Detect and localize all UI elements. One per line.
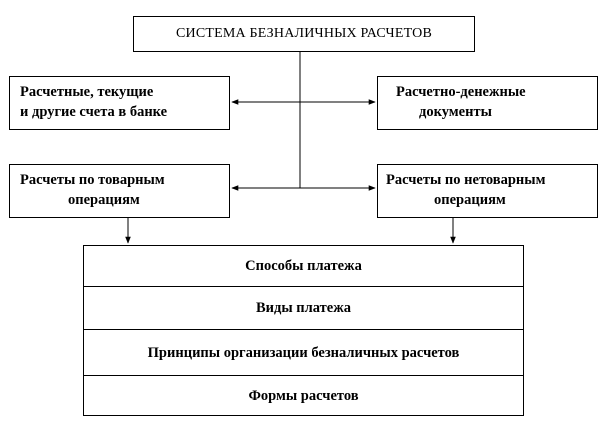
documents-line-1: Расчетно-денежные	[396, 84, 526, 100]
goods-operations-line-2: операциям	[68, 192, 140, 208]
title-box: СИСТЕМА БЕЗНАЛИЧНЫХ РАСЧЕТОВ	[133, 16, 475, 52]
payment-elements-box: Способы платежа Виды платежа Принципы ор…	[83, 245, 524, 416]
documents-box: Расчетно-денежные документы	[377, 76, 598, 130]
diagram-title: СИСТЕМА БЕЗНАЛИЧНЫХ РАСЧЕТОВ	[175, 25, 433, 41]
documents-line-2: документы	[419, 104, 492, 120]
settlement-forms-row: Формы расчетов	[248, 388, 359, 404]
payment-types-row: Виды платежа	[84, 287, 523, 330]
organization-principles-row: Принципы организации безналичных расчето…	[84, 330, 523, 376]
non-goods-operations-line-1: Расчеты по нетоварным	[386, 172, 546, 188]
accounts-box: Расчетные, текущие и другие счета в банк…	[9, 76, 230, 130]
goods-operations-line-1: Расчеты по товарным	[20, 172, 165, 188]
non-goods-operations-box: Расчеты по нетоварным операциям	[377, 164, 598, 218]
payment-methods-row: Способы платежа	[84, 246, 523, 287]
accounts-line-2: и другие счета в банке	[20, 104, 168, 120]
non-goods-operations-line-2: операциям	[434, 192, 506, 208]
accounts-line-1: Расчетные, текущие	[20, 84, 154, 100]
goods-operations-box: Расчеты по товарным операциям	[9, 164, 230, 218]
